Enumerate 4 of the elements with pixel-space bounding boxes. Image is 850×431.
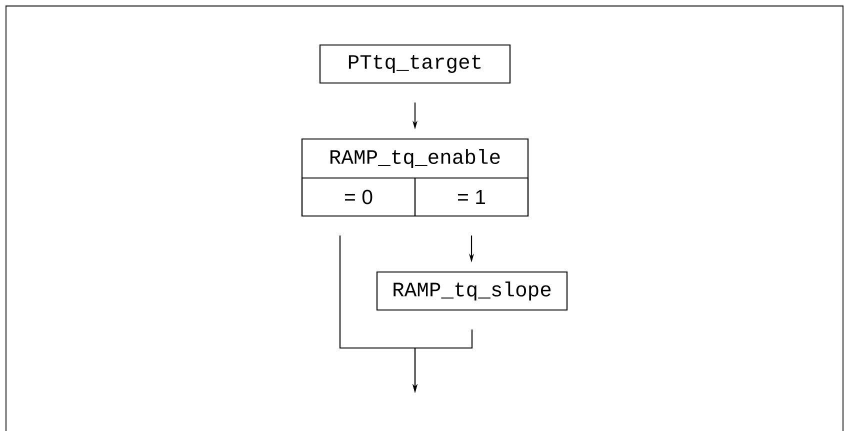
variable-box: PTtq_target — [319, 44, 511, 84]
variable-box: RAMP_tq_slope — [376, 271, 568, 311]
value-cell: = 0 — [301, 177, 416, 217]
value-cell: = 1 — [414, 177, 529, 217]
